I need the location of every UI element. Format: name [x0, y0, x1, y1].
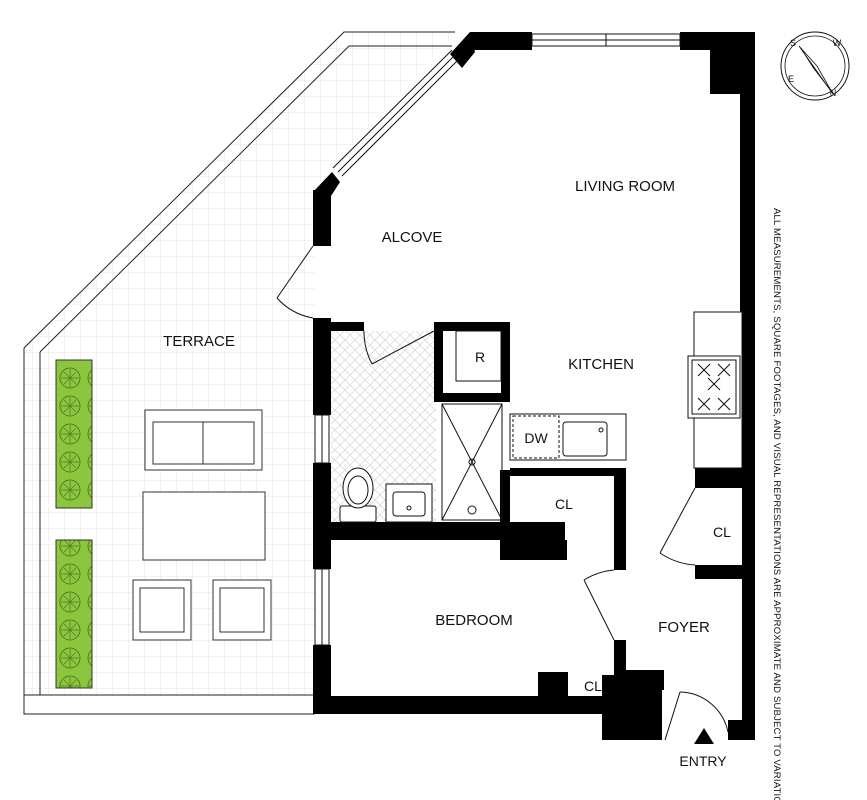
- disclaimer-text: ALL MEASUREMENTS, SQUARE FOOTAGES, AND V…: [771, 208, 782, 800]
- toilet: [339, 467, 377, 523]
- window-top: [531, 33, 681, 47]
- door-foyer-closet[interactable]: [659, 487, 696, 566]
- dishwasher: [512, 415, 560, 459]
- door-entry[interactable]: [664, 691, 729, 741]
- planter-upper: [55, 359, 93, 509]
- label-closet-foyer: CL: [713, 524, 731, 540]
- window-bedroom: [314, 568, 330, 646]
- terrace-chair-left: [132, 579, 192, 641]
- label-closet-bedroom: CL: [584, 678, 602, 694]
- label-closet-hall: CL: [555, 496, 573, 512]
- label-foyer: FOYER: [658, 619, 710, 636]
- planter-lower: [55, 539, 93, 689]
- compass-icon: S W E N: [780, 31, 850, 101]
- door-bathroom[interactable]: [363, 330, 435, 365]
- label-terrace: TERRACE: [163, 333, 235, 350]
- refrigerator: [455, 330, 502, 382]
- label-alcove: ALCOVE: [382, 229, 443, 246]
- bath-sink: [385, 483, 433, 523]
- entry-arrow-icon: [694, 728, 714, 744]
- terrace-table: [142, 491, 266, 561]
- door-bedroom[interactable]: [583, 569, 615, 641]
- walls: [313, 32, 755, 740]
- kitchen-counter: [509, 413, 627, 461]
- label-dishwasher: DW: [524, 430, 548, 446]
- window-diagonal: [332, 49, 461, 177]
- door-terrace[interactable]: [276, 245, 314, 319]
- terrace-sofa: [144, 409, 263, 471]
- compass-e: E: [788, 74, 794, 84]
- compass-n: N: [830, 88, 837, 98]
- label-kitchen: KITCHEN: [568, 356, 634, 373]
- shower: [441, 403, 503, 521]
- range-counter: [687, 311, 743, 469]
- window-bath: [314, 414, 330, 464]
- compass-s: S: [790, 38, 796, 48]
- label-entry: ENTRY: [679, 753, 727, 769]
- terrace-chair-right: [212, 579, 272, 641]
- label-living-room: LIVING ROOM: [575, 178, 675, 195]
- label-bedroom: BEDROOM: [435, 612, 513, 629]
- compass-w: W: [833, 38, 842, 48]
- label-refrigerator: R: [475, 349, 485, 365]
